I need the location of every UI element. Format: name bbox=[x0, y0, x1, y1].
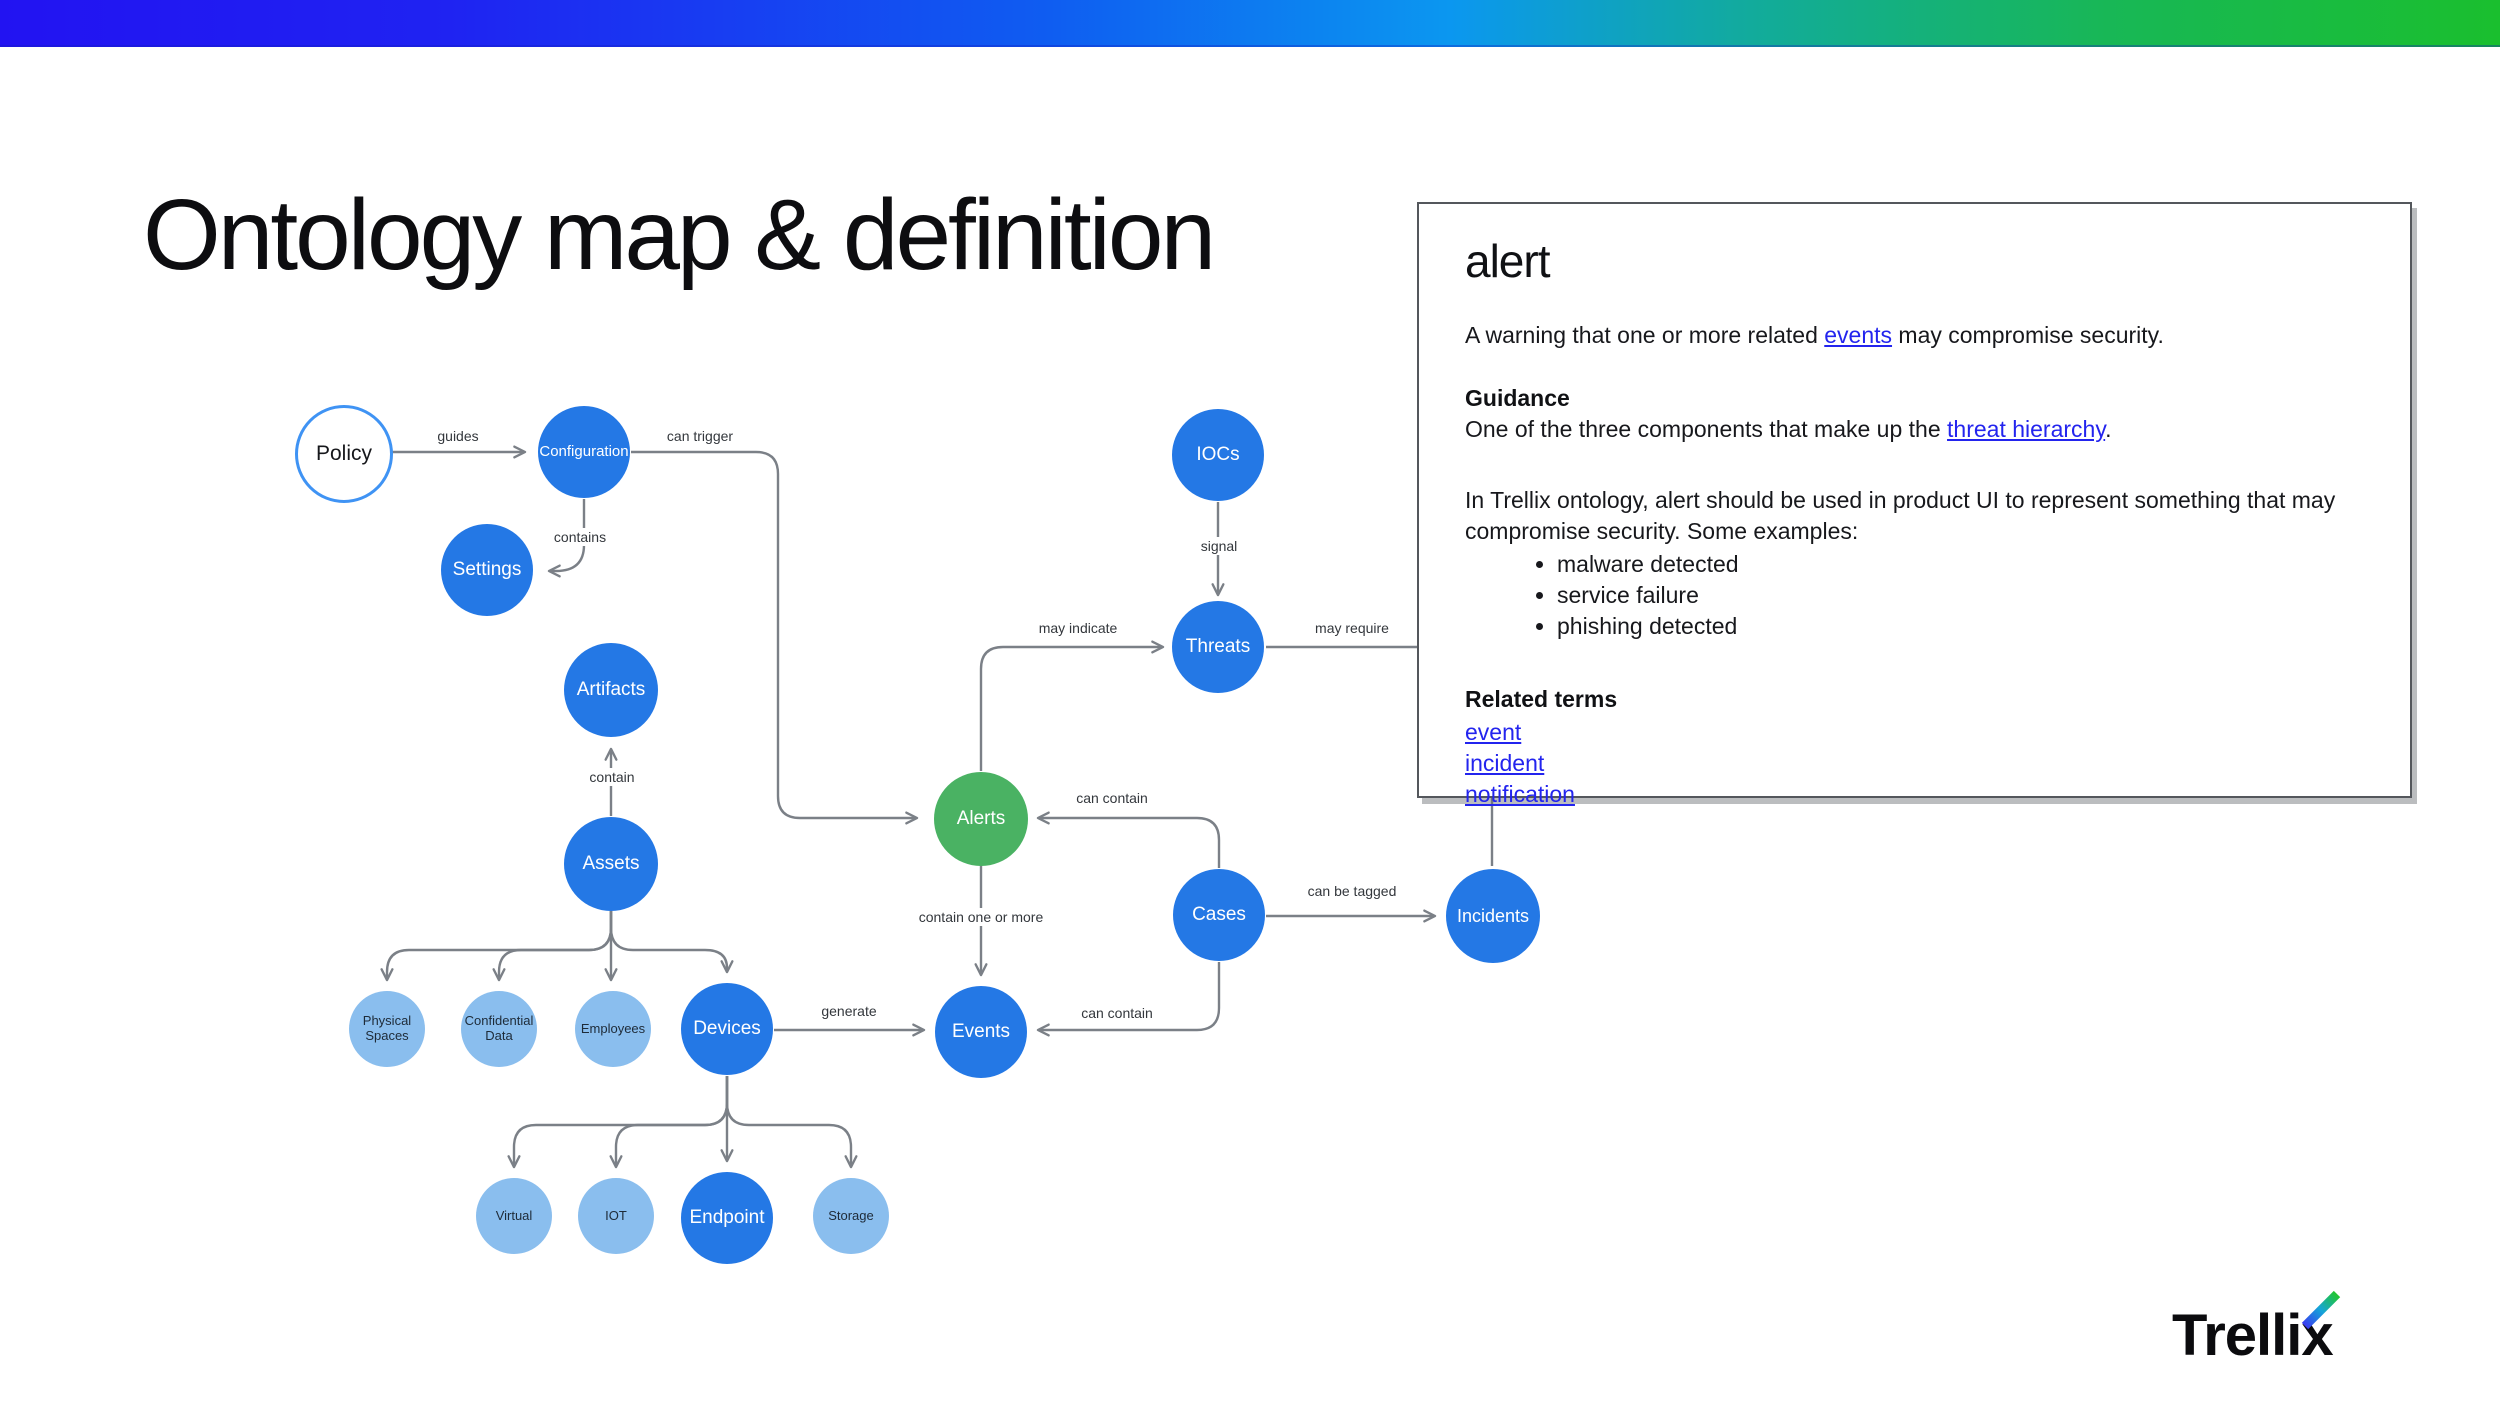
node-endpoint: Endpoint bbox=[681, 1172, 773, 1264]
trellix-logo: Trellix bbox=[2172, 1290, 2340, 1369]
edge-label-may-indicate: may indicate bbox=[1034, 619, 1122, 637]
page-title: Ontology map & definition bbox=[143, 179, 1216, 291]
threat-hierarchy-link[interactable]: threat hierarchy bbox=[1947, 416, 2106, 442]
guidance-text-suffix: . bbox=[2105, 416, 2112, 442]
edge-label-contain: contain bbox=[585, 768, 639, 786]
edge-label-can-contain-events: can contain bbox=[1077, 1004, 1157, 1022]
guidance-text: One of the three components that make up… bbox=[1465, 414, 2364, 445]
notification-link[interactable]: notification bbox=[1465, 781, 1575, 807]
edge-devices-storage bbox=[725, 1076, 858, 1169]
edge-label-can-contain-alerts: can contain bbox=[1072, 789, 1152, 807]
events-link[interactable]: events bbox=[1824, 322, 1893, 348]
node-alerts: Alerts bbox=[934, 772, 1028, 866]
edge-label-contain-one-or-more: contain one or more bbox=[914, 908, 1048, 926]
node-iot: IOT bbox=[578, 1178, 654, 1254]
node-iocs: IOCs bbox=[1172, 409, 1264, 501]
edge-label-can-be-tagged: can be tagged bbox=[1303, 882, 1401, 900]
node-events: Events bbox=[935, 986, 1027, 1078]
edge-cases-events bbox=[1036, 962, 1221, 1037]
node-artifacts: Artifacts bbox=[564, 643, 658, 737]
node-settings: Settings bbox=[441, 524, 533, 616]
related-terms-heading: Related terms bbox=[1465, 686, 1618, 712]
node-devices: Devices bbox=[681, 983, 773, 1075]
trellix-logo-text: Trellix bbox=[2172, 1303, 2334, 1368]
intro-text-suffix: may compromise security. bbox=[1892, 322, 2164, 348]
node-assets: Assets bbox=[564, 817, 658, 911]
definition-term: alert bbox=[1465, 235, 1550, 287]
trellix-logo-gradient-slash-icon bbox=[2301, 1290, 2340, 1330]
edge-label-may-require: may require bbox=[1311, 619, 1393, 637]
node-threats: Threats bbox=[1172, 601, 1264, 693]
definition-panel: alert A warning that one or more related… bbox=[1417, 202, 2412, 807]
node-confidential-data: Confidential Data bbox=[461, 991, 537, 1067]
edge-assets-devices bbox=[609, 911, 734, 974]
edge-label-signal: signal bbox=[1196, 537, 1242, 555]
node-cases: Cases bbox=[1173, 869, 1265, 961]
incident-link[interactable]: incident bbox=[1465, 750, 1545, 776]
examples-list: malware detected service failure phishin… bbox=[1465, 549, 2364, 642]
edge-devices-virtual bbox=[507, 1076, 729, 1169]
node-storage: Storage bbox=[813, 1178, 889, 1254]
definition-intro: A warning that one or more related event… bbox=[1465, 320, 2364, 351]
edge-label-generate: generate bbox=[817, 1002, 881, 1020]
event-link[interactable]: event bbox=[1465, 719, 1522, 745]
edge-configuration-alerts bbox=[631, 450, 919, 825]
node-incidents: Incidents bbox=[1446, 869, 1540, 963]
edge-devices-iot bbox=[609, 1076, 729, 1169]
example-item: phishing detected bbox=[1557, 611, 2364, 642]
top-gradient-bar bbox=[0, 0, 2500, 47]
edge-alerts-threats bbox=[979, 640, 1165, 771]
edge-cases-alerts bbox=[1036, 811, 1221, 868]
edge-assets-confidential-data bbox=[492, 911, 613, 982]
node-virtual: Virtual bbox=[476, 1178, 552, 1254]
edge-label-guides: guides bbox=[433, 427, 483, 445]
guidance-text-prefix: One of the three components that make up… bbox=[1465, 416, 1948, 442]
node-configuration: Configuration bbox=[538, 406, 630, 498]
ontology-body-text: In Trellix ontology, alert should be use… bbox=[1465, 487, 2336, 544]
edge-label-contains: contains bbox=[549, 528, 611, 546]
guidance-heading: Guidance bbox=[1465, 385, 1570, 411]
edge-label-can-trigger: can trigger bbox=[662, 427, 738, 445]
intro-text-prefix: A warning that one or more related bbox=[1465, 322, 1825, 348]
node-policy: Policy bbox=[295, 405, 393, 503]
related-terms-list: event incident notification bbox=[1465, 717, 2364, 810]
example-item: service failure bbox=[1557, 580, 2364, 611]
node-physical-spaces: Physical Spaces bbox=[349, 991, 425, 1067]
node-employees: Employees bbox=[575, 991, 651, 1067]
example-item: malware detected bbox=[1557, 549, 2364, 580]
